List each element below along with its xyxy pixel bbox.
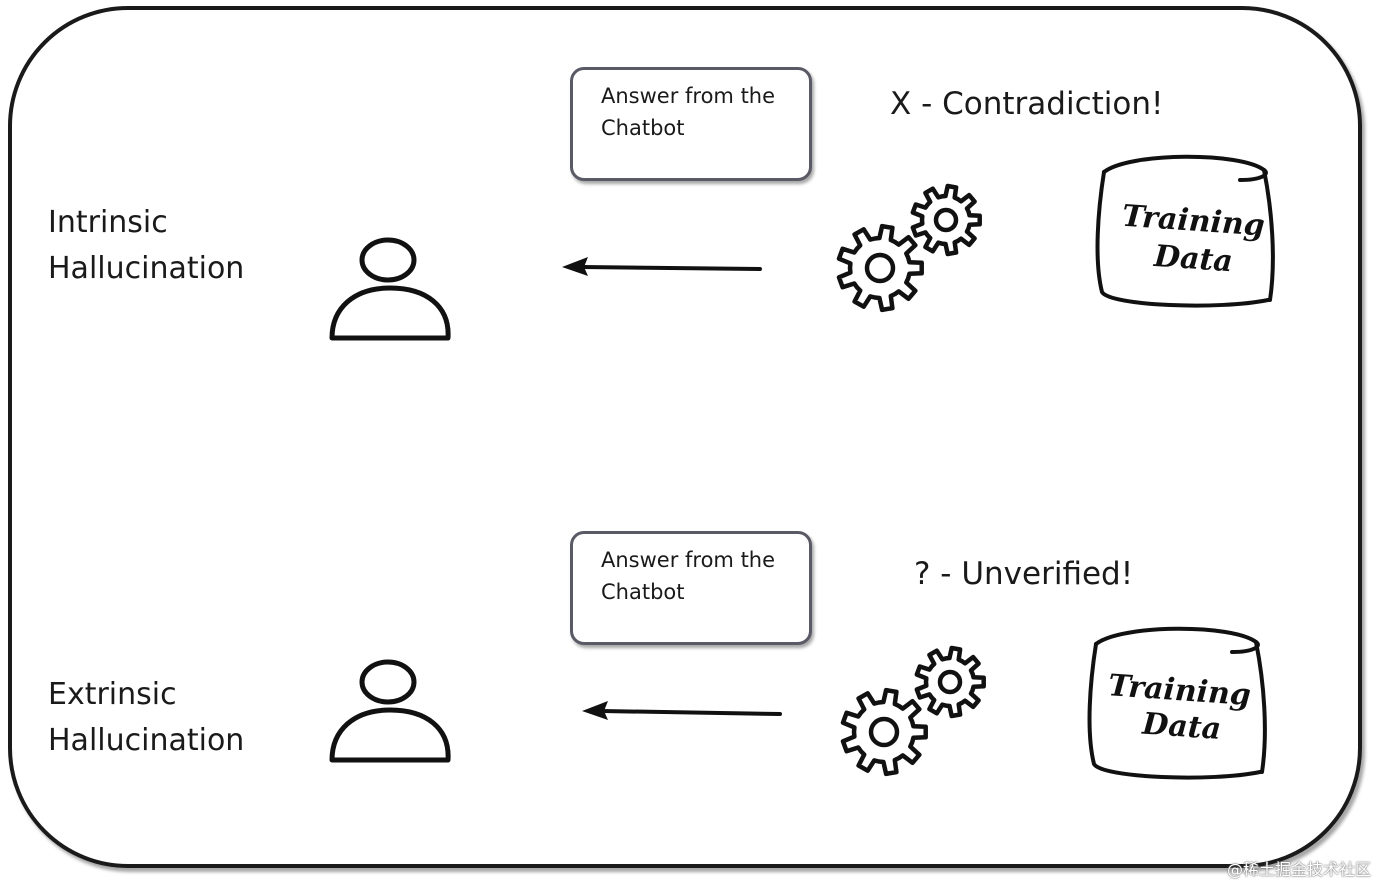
person-icon [329,237,451,341]
answer-line2: Chatbot [601,116,685,140]
intrinsic-label-line1: Intrinsic [48,205,168,240]
answer-box-intrinsic: Answer from the Chatbot [570,67,812,181]
database-drum-icon: Training Data [1095,154,1275,308]
arrow-left-icon [582,701,782,720]
gear-outline [840,687,928,777]
gear-hub [937,669,963,695]
gear-hub [868,716,900,748]
extrinsic-label-line1: Extrinsic [48,677,177,712]
diagram-frame [8,6,1362,868]
watermark: @稀土掘金技术社区 [1226,860,1371,879]
person-icon [329,659,451,763]
status-unverified: ? - Unverified! [914,556,1134,592]
data-label-line2: Data [1140,707,1222,747]
gear-hub [933,207,959,233]
data-label-line2: Data [1152,239,1234,279]
status-contradiction: X - Contradiction! [890,86,1164,122]
gear-outline [836,223,924,313]
gears-icon [836,183,982,313]
answer-box-extrinsic: Answer from the Chatbot [570,531,812,645]
extrinsic-label-line2: Hallucination [48,723,245,758]
answer-line1: Answer from the [601,548,776,572]
data-label-line1: Training [1121,199,1266,244]
gear-outline [914,645,986,719]
database-drum-icon: Training Data [1087,626,1267,780]
data-label-line1: Training [1107,668,1252,713]
extrinsic-label: Extrinsic Hallucination [48,672,244,764]
gear-outline [910,183,982,257]
gears-icon [840,645,986,777]
intrinsic-label-line2: Hallucination [48,251,245,286]
gear-hub [864,252,896,284]
arrow-left-icon [562,257,762,276]
intrinsic-label: Intrinsic Hallucination [48,200,244,292]
answer-line2: Chatbot [601,580,685,604]
answer-line1: Answer from the [601,84,776,108]
